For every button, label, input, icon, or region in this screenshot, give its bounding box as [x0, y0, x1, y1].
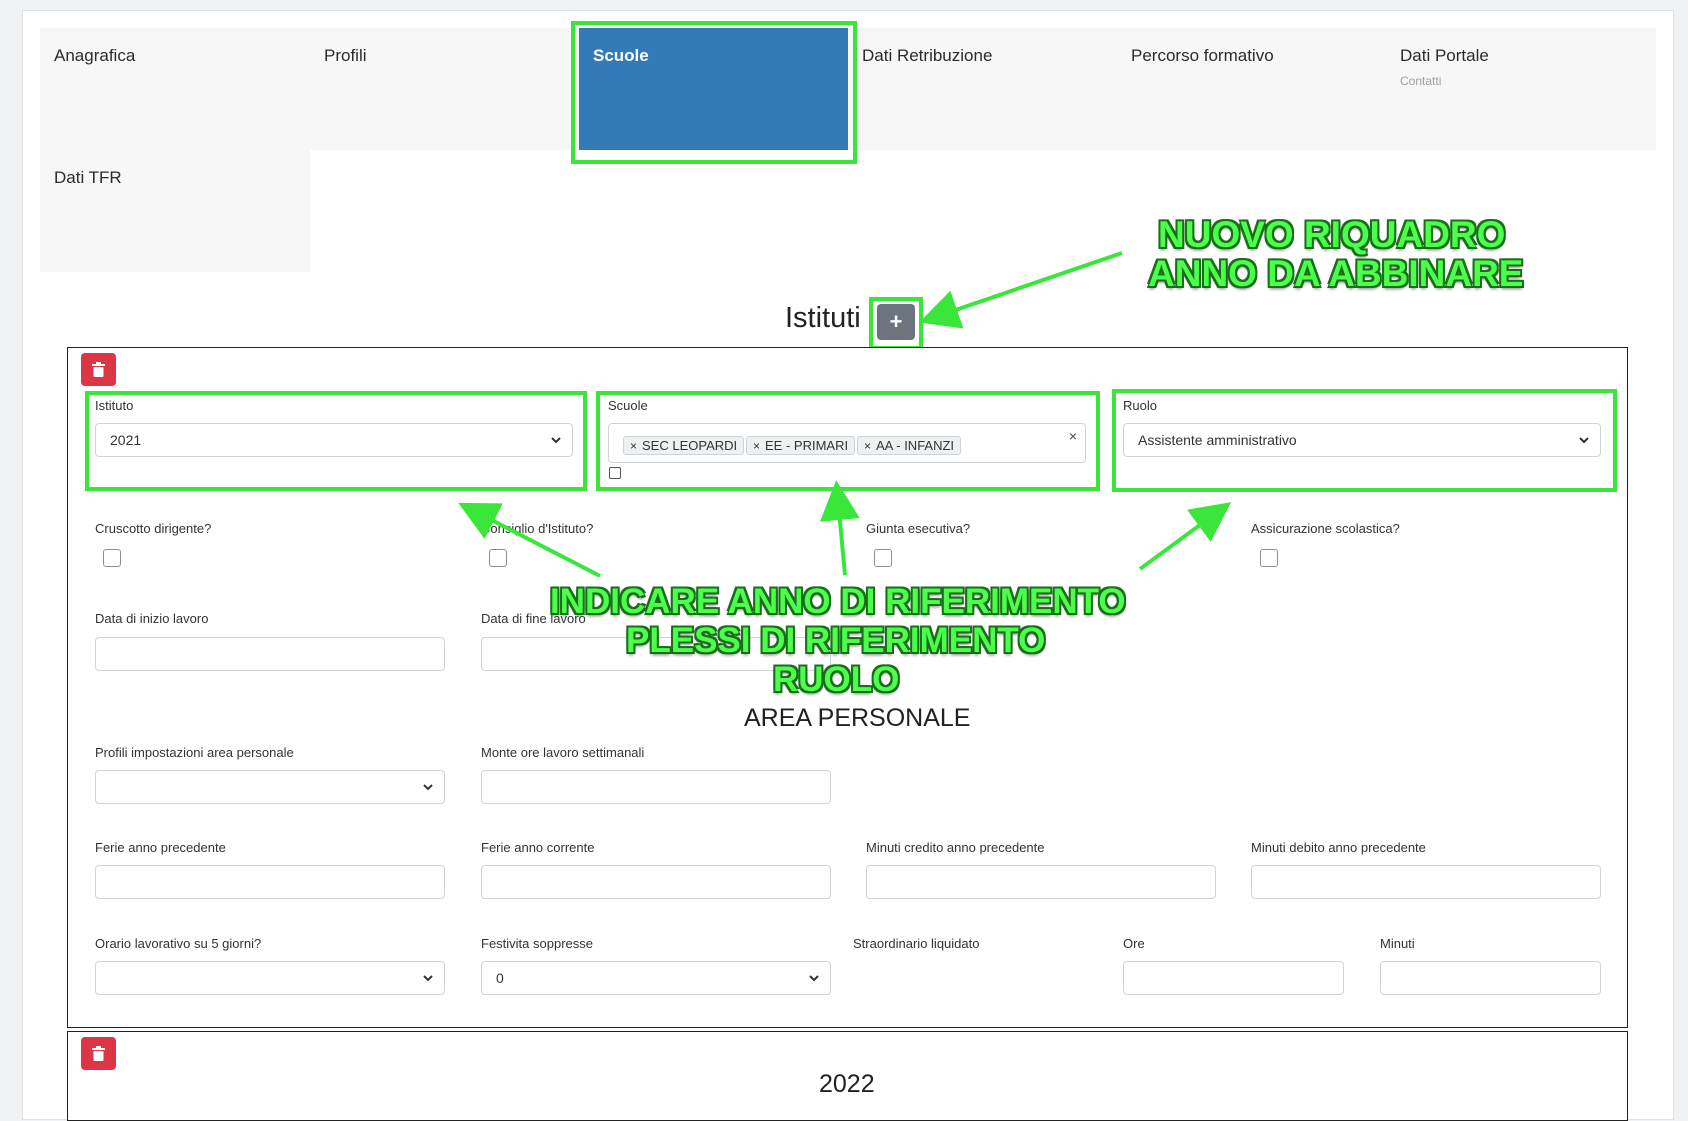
istituto-label: Istituto	[95, 398, 134, 413]
tab-label: Profili	[324, 46, 367, 65]
tab-percorso-formativo[interactable]: Percorso formativo	[1117, 28, 1387, 150]
annotation-indicare-line3: RUOLO	[773, 660, 900, 699]
ferie-prec-input[interactable]	[95, 865, 445, 899]
cruscotto-checkbox[interactable]	[103, 549, 121, 567]
istituto-value: 2021	[110, 432, 142, 448]
giunta-checkbox[interactable]	[874, 549, 892, 567]
scuole-multiselect[interactable]: × SEC LEOPARDI × EE - PRIMARI × AA - INFANZ…	[608, 423, 1086, 463]
tab-label: Dati Portale	[1400, 46, 1489, 65]
minuti-debito-label: Minuti debito anno precedente	[1251, 840, 1426, 855]
clear-all-icon[interactable]: ×	[1068, 428, 1077, 444]
ferie-corr-label: Ferie anno corrente	[481, 840, 595, 855]
tab-label: Dati TFR	[54, 168, 122, 187]
ruolo-label: Ruolo	[1123, 398, 1157, 413]
chevron-down-icon	[423, 784, 433, 791]
ferie-prec-label: Ferie anno precedente	[95, 840, 226, 855]
monte-ore-input[interactable]	[481, 770, 831, 804]
giunta-label: Giunta esecutiva?	[866, 521, 971, 536]
minuti-credito-label: Minuti credito anno precedente	[866, 840, 1045, 855]
tag-label: EE - PRIMARI	[765, 438, 849, 453]
annotation-indicare-line2: PLESSI DI RIFERIMENTO	[626, 621, 1046, 660]
ferie-corr-input[interactable]	[481, 865, 831, 899]
monte-ore-label: Monte ore lavoro settimanali	[481, 745, 645, 760]
straordinario-label: Straordinario liquidato	[853, 936, 980, 951]
tab-scuole[interactable]: Scuole	[579, 28, 849, 150]
orario-5-select[interactable]	[95, 961, 445, 995]
annotation-nuovo-riquadro-line2: ANNO DA ABBINARE	[1148, 253, 1524, 294]
remove-tag-icon[interactable]: ×	[630, 439, 638, 453]
remove-tag-icon[interactable]: ×	[753, 439, 761, 453]
data-fine-input[interactable]	[481, 637, 831, 671]
annotation-indicare-line1: INDICARE ANNO DI RIFERIMENTO	[550, 582, 1126, 621]
section-title: Istituti	[785, 302, 861, 334]
tab-label: Scuole	[593, 46, 649, 65]
highlight-ruolo	[1112, 389, 1617, 492]
scuole-label: Scuole	[608, 398, 648, 413]
festivita-value: 0	[496, 970, 504, 986]
festivita-select[interactable]: 0	[481, 961, 831, 995]
tab-profili[interactable]: Profili	[310, 28, 580, 150]
minuti-debito-input[interactable]	[1251, 865, 1601, 899]
profili-impostazioni-label: Profili impostazioni area personale	[95, 745, 294, 760]
tab-label: Anagrafica	[54, 46, 136, 65]
highlight-istituto	[85, 391, 587, 491]
chevron-down-icon	[809, 975, 819, 982]
highlight-add-button	[869, 297, 923, 350]
tab-dati-retribuzione[interactable]: Dati Retribuzione	[848, 28, 1118, 150]
scuole-select-all-checkbox[interactable]	[609, 467, 621, 479]
delete-card-button[interactable]	[81, 1037, 116, 1070]
scuole-tag[interactable]: × SEC LEOPARDI	[623, 436, 745, 455]
area-personale-title: AREA PERSONALE	[744, 704, 971, 732]
consiglio-label: Consiglio d'Istituto?	[481, 521, 594, 536]
tab-dati-tfr[interactable]: Dati TFR	[40, 150, 310, 272]
highlight-scuole	[596, 391, 1100, 491]
orario-5-label: Orario lavorativo su 5 giorni?	[95, 936, 262, 951]
chevron-down-icon	[551, 437, 561, 444]
trash-icon	[92, 362, 105, 377]
istituto-card-2022	[67, 1031, 1628, 1121]
chevron-down-icon	[423, 975, 433, 982]
tab-sublabel-contatti[interactable]: Contatti	[1400, 74, 1442, 88]
annotation-nuovo-riquadro-line1: NUOVO RIQUADRO	[1158, 214, 1506, 255]
card-year-title: 2022	[819, 1070, 875, 1098]
assicurazione-checkbox[interactable]	[1260, 549, 1278, 567]
cruscotto-label: Cruscotto dirigente?	[95, 521, 212, 536]
assicurazione-label: Assicurazione scolastica?	[1251, 521, 1400, 536]
istituto-select[interactable]: 2021	[95, 423, 573, 457]
minuti-label: Minuti	[1380, 936, 1415, 951]
chevron-down-icon	[1579, 437, 1589, 444]
ruolo-value: Assistente amministrativo	[1138, 432, 1297, 448]
delete-card-button[interactable]	[81, 353, 116, 386]
minuti-input[interactable]	[1380, 961, 1601, 995]
tag-label: AA - INFANZI	[876, 438, 955, 453]
ore-input[interactable]	[1123, 961, 1344, 995]
consiglio-checkbox[interactable]	[489, 549, 507, 567]
tag-label: SEC LEOPARDI	[642, 438, 738, 453]
data-fine-label: Data di fine lavoro	[481, 611, 586, 626]
profili-impostazioni-select[interactable]	[95, 770, 445, 804]
ore-label: Ore	[1123, 936, 1145, 951]
minuti-credito-input[interactable]	[866, 865, 1216, 899]
scuole-tag[interactable]: × EE - PRIMARI	[746, 436, 856, 455]
add-istituto-button[interactable]: +	[877, 304, 915, 340]
tab-label: Percorso formativo	[1131, 46, 1274, 65]
tab-label: Dati Retribuzione	[862, 46, 993, 65]
festivita-label: Festivita soppresse	[481, 936, 593, 951]
highlight-tab-scuole	[571, 21, 857, 164]
scuole-tag[interactable]: × AA - INFANZI	[857, 436, 962, 455]
data-inizio-label: Data di inizio lavoro	[95, 611, 209, 626]
tab-anagrafica[interactable]: Anagrafica	[40, 28, 310, 150]
ruolo-select[interactable]: Assistente amministrativo	[1123, 423, 1601, 457]
data-inizio-input[interactable]	[95, 637, 445, 671]
trash-icon	[92, 1046, 105, 1061]
remove-tag-icon[interactable]: ×	[864, 439, 872, 453]
tab-dati-portale[interactable]: Dati Portale Contatti	[1386, 28, 1656, 150]
